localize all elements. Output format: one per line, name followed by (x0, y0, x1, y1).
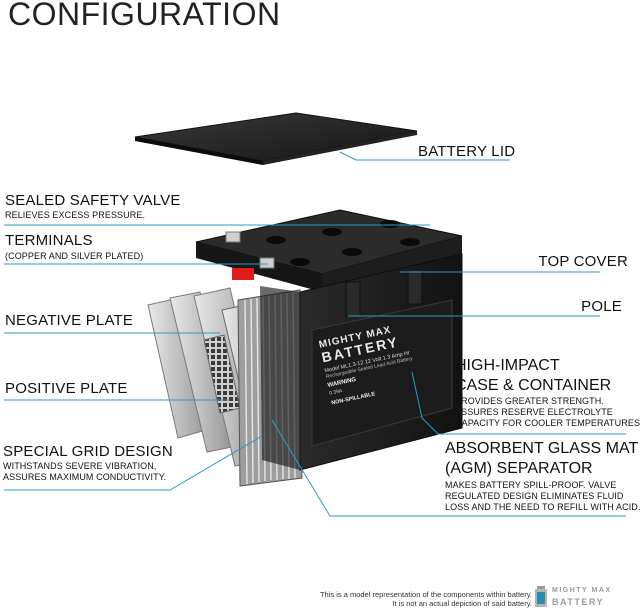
label-agm-desc: MAKES BATTERY SPILL-PROOF. VALVE REGULAT… (445, 480, 640, 513)
disclaimer-line-1: This is a model representation of the co… (319, 590, 532, 599)
label-terminals: TERMINALS (5, 232, 93, 249)
label-battery-lid: BATTERY LID (418, 143, 516, 160)
label-negative-plate: NEGATIVE PLATE (5, 312, 134, 329)
agm-desc-line: MAKES BATTERY SPILL-PROOF. VALVE (445, 480, 617, 490)
logo-text-top: MIGHTY MAX (552, 587, 612, 594)
high-impact-desc-line: PROVIDES GREATER STRENGTH. (455, 396, 604, 406)
agm-desc-line: REGULATED DESIGN ELIMINATES FLUID (445, 491, 624, 501)
label-top-cover: TOP COVER (538, 253, 628, 270)
grid-design-desc-line: ASSURES MAXIMUM CONDUCTIVITY. (3, 472, 167, 482)
battery-lid-graphic (134, 112, 418, 165)
footer-logo: MIGHTY MAX BATTERY (534, 585, 636, 609)
high-impact-desc-line: ASSURES RESERVE ELECTROLYTE (455, 407, 613, 417)
label-grid-design-desc: WITHSTANDS SEVERE VIBRATION, ASSURES MAX… (3, 461, 166, 483)
battery-logo-icon (535, 586, 547, 607)
label-special-grid-design: SPECIAL GRID DESIGN (3, 443, 173, 460)
logo-text-bottom: BATTERY (552, 597, 604, 607)
battery-case-graphic (195, 209, 463, 471)
grid-design-desc-line: WITHSTANDS SEVERE VIBRATION, (3, 461, 157, 471)
label-high-impact-2: CASE & CONTAINER (455, 377, 612, 394)
leader-lines (4, 151, 626, 517)
label-agm-2: (AGM) SEPARATOR (445, 460, 593, 477)
label-agm-1: ABSORBENT GLASS MAT (445, 440, 639, 457)
label-positive-plate: POSITIVE PLATE (5, 380, 128, 397)
page-title: CONFIGURATION (8, 0, 281, 32)
disclaimer-line-2: It is not an actual depiction of said ba… (392, 599, 532, 608)
label-pole: POLE (581, 298, 622, 315)
agm-desc-line: LOSS AND THE NEED TO REFILL WITH ACID. (445, 502, 640, 512)
high-impact-desc-line: CAPACITY FOR COOLER TEMPERATURES. (455, 418, 640, 428)
label-sealed-safety-valve-desc: RELIEVES EXCESS PRESSURE. (5, 210, 146, 220)
label-high-impact-desc: PROVIDES GREATER STRENGTH. ASSURES RESER… (455, 396, 640, 429)
disclaimer: This is a model representation of the co… (320, 590, 532, 608)
label-high-impact-1: HIGH-IMPACT (455, 357, 560, 374)
label-sealed-safety-valve: SEALED SAFETY VALVE (5, 192, 181, 209)
label-terminals-desc: (COPPER AND SILVER PLATED) (5, 251, 144, 261)
